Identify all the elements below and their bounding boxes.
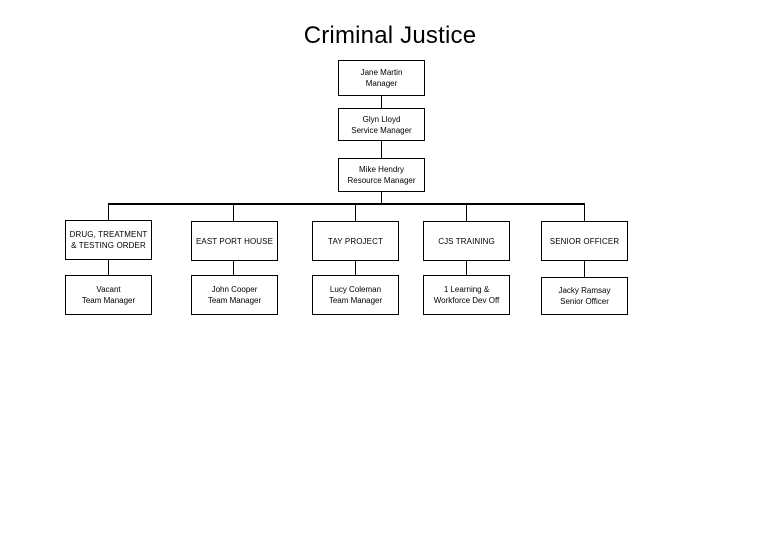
connector-service-manager-to-resource-manager (381, 141, 382, 158)
node-east-port-house-line1: EAST PORT HOUSE (195, 236, 274, 246)
connector-senior-officer-to-jacky-ramsay (584, 261, 585, 277)
node-east-port-house[interactable]: EAST PORT HOUSE (191, 221, 278, 261)
connector-bus-to-senior-officer (584, 203, 585, 221)
connector-bus-to-dtto (108, 203, 109, 220)
node-tay-project[interactable]: TAY PROJECT (312, 221, 399, 261)
node-manager-line2: Manager (365, 79, 398, 88)
node-lucy-coleman-line2: Team Manager (328, 296, 383, 305)
node-tay-project-line1: TAY PROJECT (328, 236, 383, 246)
node-learning-dev[interactable]: 1 Learning & Workforce Dev Off (423, 275, 510, 315)
connector-bus-to-cjs-training (466, 203, 467, 221)
page-title: Criminal Justice (303, 22, 477, 49)
node-john-cooper-line2: Team Manager (207, 296, 262, 305)
node-service-manager-line1: Glyn Lloyd (362, 114, 401, 124)
node-jacky-ramsay-line2: Senior Officer (560, 297, 609, 306)
connector-cjs-training-to-learning-dev (466, 261, 467, 275)
node-senior-officer-line1: SENIOR OFFICER (549, 236, 620, 246)
node-resource-manager[interactable]: Mike Hendry Resource Manager (338, 158, 425, 192)
node-dtto[interactable]: DRUG, TREATMENT & TESTING ORDER (65, 220, 152, 260)
node-john-cooper-line1: John Cooper (211, 285, 258, 294)
node-senior-officer[interactable]: SENIOR OFFICER (541, 221, 628, 261)
node-dtto-line1: DRUG, TREATMENT (69, 230, 148, 239)
node-jacky-ramsay[interactable]: Jacky Ramsay Senior Officer (541, 277, 628, 315)
connector-tay-project-to-lucy-coleman (355, 261, 356, 275)
connector-east-port-house-to-john-cooper (233, 261, 234, 275)
connector-distribution-bus (108, 203, 585, 205)
node-lucy-coleman[interactable]: Lucy Coleman Team Manager (312, 275, 399, 315)
node-learning-dev-line1: 1 Learning & (443, 285, 490, 294)
node-manager[interactable]: Jane Martin Manager (338, 60, 425, 96)
node-cjs-training[interactable]: CJS TRAINING (423, 221, 510, 261)
node-learning-dev-line2: Workforce Dev Off (433, 296, 500, 305)
node-jacky-ramsay-line1: Jacky Ramsay (558, 286, 611, 295)
node-service-manager[interactable]: Glyn Lloyd Service Manager (338, 108, 425, 141)
connector-manager-to-service-manager (381, 96, 382, 108)
node-vacant[interactable]: Vacant Team Manager (65, 275, 152, 315)
node-lucy-coleman-line1: Lucy Coleman (329, 285, 382, 294)
node-manager-line1: Jane Martin (360, 68, 403, 77)
node-john-cooper[interactable]: John Cooper Team Manager (191, 275, 278, 315)
node-service-manager-line2: Service Manager (351, 125, 412, 135)
connector-dtto-to-vacant (108, 260, 109, 275)
connector-resource-manager-stem (381, 192, 382, 204)
connector-bus-to-tay-project (355, 203, 356, 221)
connector-bus-to-east-port-house (233, 203, 234, 221)
node-cjs-training-line1: CJS TRAINING (438, 236, 495, 246)
node-vacant-line1: Vacant (96, 285, 121, 294)
node-resource-manager-line2: Resource Manager (347, 176, 416, 185)
node-vacant-line2: Team Manager (81, 296, 136, 305)
node-resource-manager-line1: Mike Hendry (359, 165, 404, 174)
node-dtto-line2: & TESTING ORDER (71, 241, 146, 250)
